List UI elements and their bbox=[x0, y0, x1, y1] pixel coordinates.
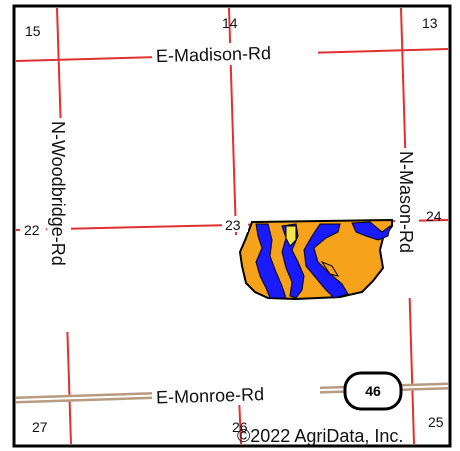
section-14: 14 bbox=[222, 15, 238, 31]
field bbox=[238, 218, 393, 301]
road-label-woodbridge: N-Woodbridge-Rd bbox=[48, 121, 68, 266]
section-13: 13 bbox=[422, 15, 438, 31]
water-channel-right bbox=[303, 223, 349, 299]
field-island bbox=[320, 260, 340, 277]
copyright-notice: ©2022 AgriData, Inc. bbox=[237, 426, 403, 446]
water-channel-far-right bbox=[351, 221, 391, 241]
water-channel-middle bbox=[281, 223, 305, 299]
section-23: 23 bbox=[225, 217, 241, 233]
section-25: 25 bbox=[428, 414, 444, 430]
section-27: 27 bbox=[32, 419, 48, 435]
field-highlight bbox=[285, 225, 297, 247]
water-channel-left bbox=[255, 223, 287, 299]
section-24: 24 bbox=[426, 208, 442, 224]
section-26: 26 bbox=[232, 419, 248, 435]
section-numbers: 15 14 13 22 23 24 27 26 25 bbox=[20, 15, 444, 435]
road-label-mason: N-Mason-Rd bbox=[396, 151, 416, 253]
route-shield-46: 46 bbox=[343, 371, 403, 411]
route-shield-number: 46 bbox=[365, 383, 381, 399]
section-15: 15 bbox=[25, 23, 41, 39]
road-label-monroe: E-Monroe-Rd bbox=[156, 384, 265, 407]
road-labels: E-Madison-Rd N-Woodbridge-Rd N-Mason-Rd … bbox=[47, 43, 419, 408]
map-frame bbox=[12, 4, 452, 448]
road-label-madison: E-Madison-Rd bbox=[156, 43, 272, 66]
section-22: 22 bbox=[24, 222, 40, 238]
